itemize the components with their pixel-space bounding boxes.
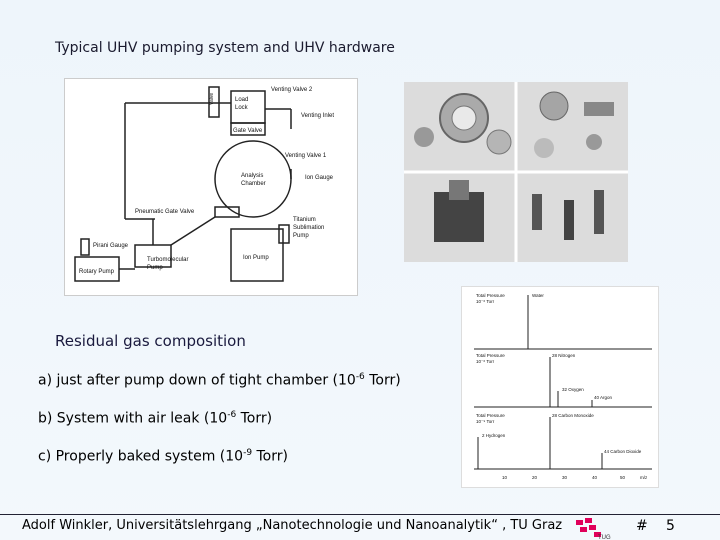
label-titanium: Titanium [293, 217, 316, 223]
svg-text:10⁻⁶ Torr: 10⁻⁶ Torr [476, 299, 495, 304]
svg-text:Lock: Lock [235, 105, 249, 111]
svg-text:Sublimation: Sublimation [293, 225, 324, 231]
label-valve: Valve [209, 93, 215, 105]
spec-tick-50: 50 [620, 475, 626, 480]
label-ion-gauge: Ion Gauge [305, 175, 334, 181]
tug-logo: TUG [576, 518, 611, 540]
spec-tick-mz: m/z [640, 475, 648, 480]
spec-argon: 40 Argon [594, 395, 613, 400]
spec-hydrogen: 2 Hydrogen [482, 433, 506, 438]
label-analysis: Analysis [241, 173, 263, 179]
label-venting-valve-2: Venting Valve 2 [271, 87, 313, 93]
svg-text:Chamber: Chamber [241, 181, 266, 187]
hash-symbol: # [636, 518, 648, 534]
spec-water: Water [532, 293, 544, 298]
footer-text: Adolf Winkler, Universitätslehrgang „Nan… [22, 518, 563, 533]
label-venting-valve-1: Venting Valve 1 [285, 153, 327, 159]
section-heading: Residual gas composition [55, 332, 246, 350]
label-rotary: Rotary Pump [79, 269, 115, 275]
svg-text:10⁻⁶ Torr: 10⁻⁶ Torr [476, 359, 495, 364]
list-item-b: b) System with air leak (10-6 Torr) [38, 410, 273, 427]
uhv-hardware-photo [404, 82, 628, 262]
spec-tick-40: 40 [592, 475, 598, 480]
spec-total-c: Total Pressure [476, 413, 505, 418]
residual-gas-spectra: Total Pressure 10⁻⁶ Torr Water Total Pre… [461, 286, 659, 488]
label-load-lock: Load [235, 97, 248, 103]
label-gate-valve: Gate Valve [233, 128, 263, 134]
spec-oxygen: 32 Oxygen [562, 387, 584, 392]
gate-valve-shape [230, 122, 266, 136]
spec-co: 28 Carbon Monoxide [552, 413, 594, 418]
svg-text:Pump: Pump [147, 265, 163, 271]
svg-text:10⁻⁹ Torr: 10⁻⁹ Torr [476, 419, 495, 424]
svg-text:Pump: Pump [293, 233, 309, 239]
slide-title: Typical UHV pumping system and UHV hardw… [55, 40, 395, 56]
svg-text:TUG: TUG [598, 535, 611, 540]
list-item-a: a) just after pump down of tight chamber… [38, 372, 401, 389]
label-pneumatic-gate-valve: Pneumatic Gate Valve [135, 209, 195, 215]
spec-tick-30: 30 [562, 475, 568, 480]
uhv-pumping-schematic: Load Lock Venting Valve 2 Venting Inlet … [64, 78, 358, 296]
spec-nitrogen: 28 Nitrogen [552, 353, 576, 358]
spec-tick-20: 20 [532, 475, 538, 480]
label-turbo: Turbomolecular [147, 257, 188, 263]
label-venting-inlet: Venting Inlet [301, 113, 334, 119]
spec-tick-10: 10 [502, 475, 508, 480]
page-number: 5 [666, 518, 675, 534]
list-item-c: c) Properly baked system (10-9 Torr) [38, 448, 288, 465]
spec-co2: 44 Carbon Dioxide [604, 449, 642, 454]
spec-total-a: Total Pressure [476, 293, 505, 298]
footer-divider [0, 514, 720, 515]
label-pirani: Pirani Gauge [93, 243, 129, 249]
label-ion-pump: Ion Pump [243, 255, 269, 261]
spec-total-b: Total Pressure [476, 353, 505, 358]
